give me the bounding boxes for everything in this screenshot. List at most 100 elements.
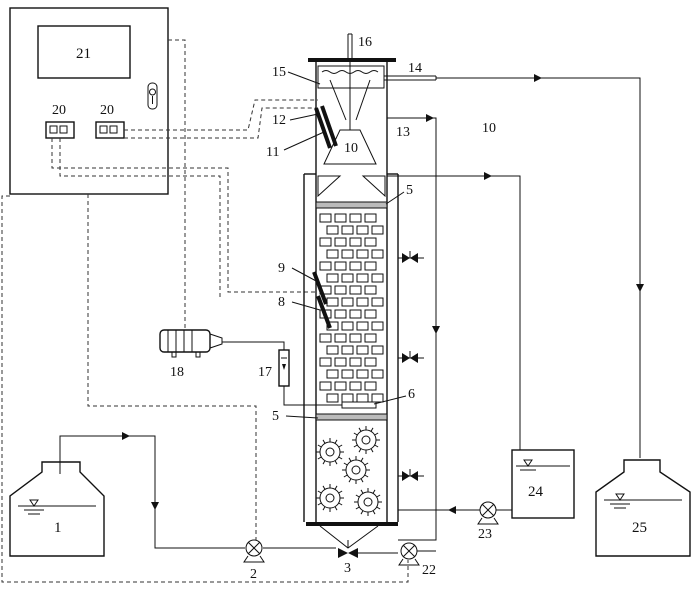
label-22: 22 bbox=[422, 563, 436, 578]
media-brick bbox=[356, 297, 369, 307]
label-5-upper: 5 bbox=[406, 183, 413, 198]
dosing-pump-icon: 23 bbox=[398, 501, 512, 542]
sludge-zone-impellers bbox=[316, 426, 382, 516]
upper-electrode-icon: 12 11 bbox=[266, 105, 338, 160]
media-brick bbox=[326, 273, 339, 283]
media-brick bbox=[349, 333, 362, 343]
controller-right bbox=[95, 121, 125, 139]
sampling-valve-icon bbox=[398, 351, 424, 363]
effluent-tank: 25 bbox=[595, 459, 691, 557]
media-brick bbox=[341, 249, 354, 259]
media-brick bbox=[349, 285, 362, 295]
gas-outlet-pipe: 16 bbox=[347, 33, 372, 58]
label-23: 23 bbox=[478, 527, 492, 542]
label-10-right: 10 bbox=[482, 121, 496, 136]
label-16: 16 bbox=[358, 35, 372, 50]
media-brick bbox=[341, 345, 354, 355]
media-brick bbox=[364, 237, 377, 247]
aeration-disc: 6 bbox=[300, 387, 415, 409]
media-brick bbox=[356, 321, 369, 331]
gas-collection-funnel: 10 bbox=[323, 62, 377, 165]
label-24: 24 bbox=[528, 484, 544, 500]
sampling-valve-icon bbox=[398, 469, 424, 481]
media-brick bbox=[341, 321, 354, 331]
media-brick bbox=[326, 393, 339, 403]
impeller-icon bbox=[316, 438, 344, 466]
media-brick bbox=[371, 369, 384, 379]
label-1: 1 bbox=[54, 520, 62, 536]
label-20-right: 20 bbox=[100, 103, 114, 118]
media-brick bbox=[319, 357, 332, 367]
label-18: 18 bbox=[170, 365, 184, 380]
influent-pipe bbox=[59, 432, 336, 549]
overflow-trough: 15 bbox=[272, 65, 385, 89]
media-brick bbox=[371, 345, 384, 355]
label-8: 8 bbox=[278, 295, 285, 310]
controller-left bbox=[45, 121, 75, 139]
label-25: 25 bbox=[632, 520, 647, 536]
media-brick bbox=[341, 393, 354, 403]
media-brick bbox=[326, 225, 339, 235]
media-brick bbox=[319, 261, 332, 271]
label-14: 14 bbox=[408, 61, 422, 76]
media-brick bbox=[356, 369, 369, 379]
media-brick bbox=[349, 309, 362, 319]
media-brick bbox=[371, 297, 384, 307]
media-brick bbox=[341, 273, 354, 283]
media-brick bbox=[371, 249, 384, 259]
media-brick bbox=[334, 357, 347, 367]
media-brick bbox=[349, 213, 362, 223]
impeller-icon bbox=[352, 426, 380, 454]
media-brick bbox=[364, 285, 377, 295]
gas-flowmeter-icon: 17 bbox=[258, 349, 290, 387]
label-17: 17 bbox=[258, 365, 272, 380]
media-brick bbox=[326, 345, 339, 355]
label-13: 13 bbox=[396, 125, 410, 140]
media-brick bbox=[319, 213, 332, 223]
control-display-panel bbox=[37, 25, 131, 79]
label-5-lower: 5 bbox=[272, 409, 279, 424]
media-brick bbox=[341, 297, 354, 307]
media-brick bbox=[364, 309, 377, 319]
media-brick bbox=[356, 273, 369, 283]
media-brick bbox=[364, 261, 377, 271]
sampling-valve-icon bbox=[398, 251, 424, 263]
media-brick bbox=[371, 225, 384, 235]
label-21: 21 bbox=[76, 46, 91, 62]
recirculation-pipe bbox=[387, 114, 440, 541]
lower-electrode-icon: 9 8 bbox=[278, 261, 332, 329]
media-brick bbox=[356, 345, 369, 355]
label-15: 15 bbox=[272, 65, 286, 80]
media-brick bbox=[371, 321, 384, 331]
influent-tank: 1 bbox=[9, 461, 105, 557]
media-brick bbox=[364, 213, 377, 223]
impeller-icon bbox=[342, 456, 370, 484]
packed-media bbox=[319, 213, 384, 403]
media-brick bbox=[349, 237, 362, 247]
impeller-icon bbox=[316, 484, 344, 512]
air-blower: 18 bbox=[159, 329, 223, 380]
signal-lines bbox=[1, 39, 409, 583]
dosing-tank: 24 bbox=[387, 172, 575, 519]
media-brick bbox=[334, 237, 347, 247]
control-cabinet: 21 20 20 bbox=[9, 7, 169, 195]
media-brick bbox=[364, 357, 377, 367]
recirculation-pump-icon: 22 bbox=[398, 542, 436, 578]
cabinet-handle-icon bbox=[147, 82, 158, 110]
label-6: 6 bbox=[408, 387, 415, 402]
media-brick bbox=[319, 237, 332, 247]
effluent-pipe: 14 bbox=[384, 61, 644, 458]
media-brick bbox=[349, 381, 362, 391]
media-brick bbox=[334, 213, 347, 223]
media-brick bbox=[319, 333, 332, 343]
label-2: 2 bbox=[250, 567, 257, 582]
media-brick bbox=[341, 369, 354, 379]
sampling-valves bbox=[398, 251, 424, 481]
media-brick bbox=[364, 333, 377, 343]
upper-support-plate: 5 bbox=[315, 183, 413, 209]
label-10-funnel: 10 bbox=[344, 141, 358, 156]
media-brick bbox=[326, 297, 339, 307]
label-20-left: 20 bbox=[52, 103, 66, 118]
media-brick bbox=[334, 285, 347, 295]
